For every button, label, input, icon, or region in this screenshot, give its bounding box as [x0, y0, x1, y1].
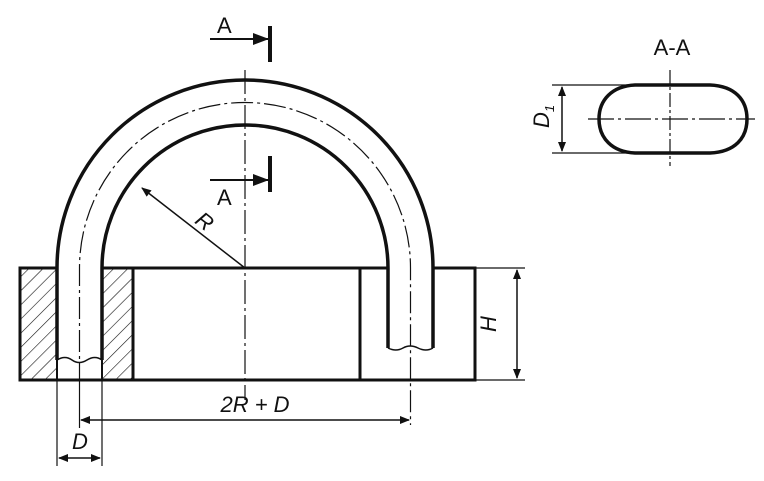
span-dimension: 2R + D — [78, 385, 410, 428]
section-title: A-A — [654, 35, 691, 60]
section-marker-top-label: A — [217, 13, 232, 38]
base-block — [18, 266, 477, 382]
tube-centerline — [78, 101, 412, 425]
section-marker-bottom-label: A — [217, 185, 232, 210]
radius-label: R — [191, 207, 219, 237]
hatched-wall-left — [20, 268, 57, 380]
section-view-a-a: A-A D1 — [529, 35, 755, 166]
section-dim-label: D1 — [529, 105, 557, 128]
break-line-left — [56, 356, 103, 364]
section-marker-bottom: A — [210, 156, 272, 210]
diameter-dimension: D — [56, 380, 103, 466]
height-dimension: H — [475, 267, 525, 381]
section-marker-top: A — [210, 13, 272, 62]
diameter-label: D — [72, 429, 88, 454]
oval-cross-section — [597, 83, 749, 155]
span-label: 2R + D — [219, 392, 289, 417]
hatched-wall-inner — [102, 268, 133, 380]
height-label: H — [476, 316, 501, 332]
